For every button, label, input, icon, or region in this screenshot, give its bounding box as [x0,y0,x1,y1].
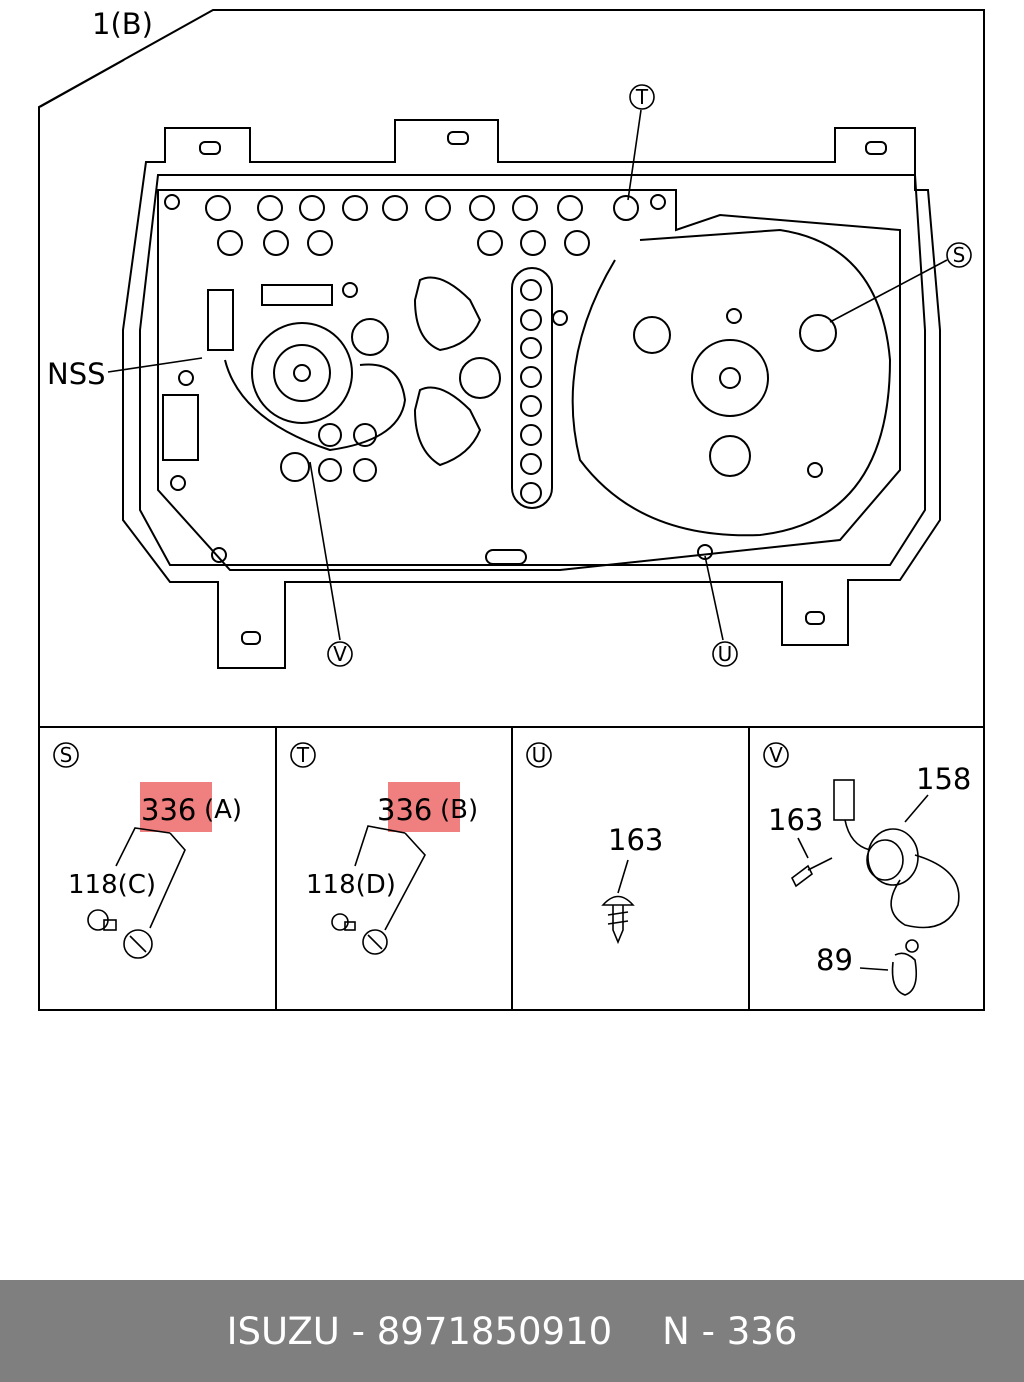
panel-v-part-163: 163 [768,803,823,837]
socket-icon [362,929,388,955]
footer-ref-prefix: N [662,1309,690,1353]
connector-icon [833,779,855,821]
main-assembly-label: 1(B) [92,7,153,41]
panel-v: 158 163 89 [768,762,971,996]
panel-t-sub: 118(D) [306,870,396,900]
clip-icon [891,952,918,996]
callout-s: S [953,243,966,267]
panel-v-id: V [769,743,783,767]
footer-part-number: 8971850910 [376,1309,613,1353]
panel-t-suffix: (B) [440,795,478,825]
panel-v-part-89: 89 [816,943,853,977]
panel-s-id: S [60,743,73,767]
footer-ref-number: 336 [726,1309,798,1353]
panel-s: 336 (A) 118(C) [68,782,242,959]
panel-u-id: U [532,743,547,767]
callout-t: T [635,85,649,109]
nss-callout: NSS [47,357,106,391]
callout-u: U [718,642,733,666]
panel-t-id: T [296,743,310,767]
footer-separator: - [339,1309,377,1353]
highlight-336-a [140,782,212,832]
callout-v: V [333,642,347,666]
panel-u: 163 [601,823,663,945]
highlight-336-b [388,782,460,832]
panel-s-sub: 118(C) [68,870,156,900]
socket-icon [123,929,153,959]
small-gauge [251,322,353,424]
panel-t: 336 (B) 118(D) [306,782,478,955]
panel-v-part-158: 158 [916,762,971,796]
panel-t-part: 336 [377,793,432,827]
panel-s-part: 336 [141,793,196,827]
bulb-socket-row [205,195,639,256]
footer-brand: ISUZU [226,1309,340,1353]
footer-bar: ISUZU - 8971850910 N - 336 [0,1280,1024,1382]
main-view-frame [38,9,985,728]
large-gauge-outline [571,228,892,537]
footer-ref-separator: - [689,1309,727,1353]
screw-icon [601,895,635,906]
socket-assembly-icon [867,828,919,886]
screw-icon [790,864,814,888]
panel-u-part: 163 [608,823,663,857]
instrument-cluster-drawing [122,119,941,669]
parts-diagram: 1(B) NSS T S V U S T U V 336 (A) 118(C) … [38,7,985,1011]
panel-s-suffix: (A) [204,795,242,825]
